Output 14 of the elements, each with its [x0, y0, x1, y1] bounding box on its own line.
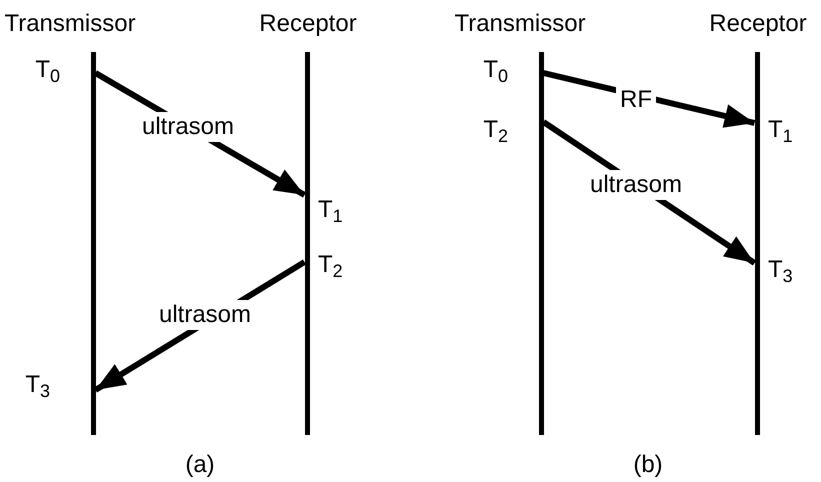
timeline-heading: Transmissor: [454, 12, 586, 36]
panel-caption: (a): [185, 453, 215, 477]
time-label: T$_{2}$: [318, 253, 343, 277]
timeline-heading: Receptor: [709, 12, 807, 36]
time-label: T$_{2}$: [483, 118, 508, 142]
time-label: T$_{0}$: [35, 58, 60, 82]
time-label: T$_{1}$: [318, 198, 343, 222]
timeline-heading: Receptor: [259, 12, 357, 36]
time-label: T$_{0}$: [483, 58, 508, 82]
panel-caption: (b): [633, 453, 663, 477]
time-label: T$_{3}$: [25, 373, 50, 397]
timeline-heading: Transmissor: [4, 12, 136, 36]
time-label: T$_{3}$: [768, 258, 793, 282]
time-label: T$_{1}$: [768, 118, 793, 142]
